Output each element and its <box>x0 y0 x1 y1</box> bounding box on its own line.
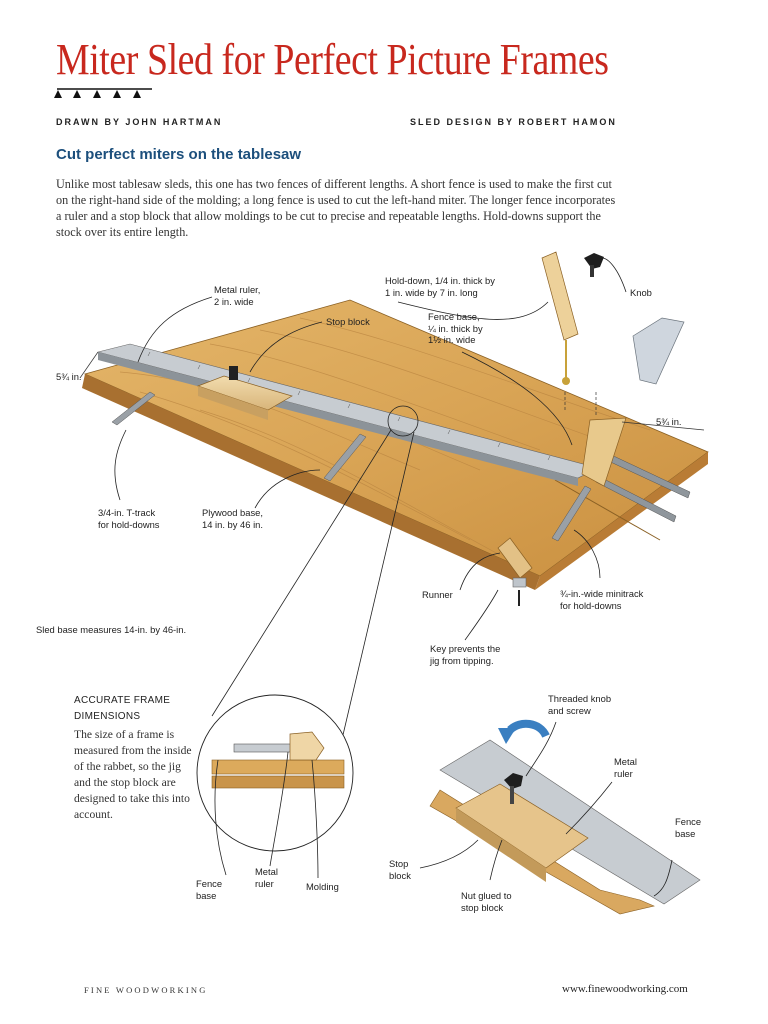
label-runner: Runner <box>422 589 453 600</box>
article-intro: Unlike most tablesaw sleds, this one has… <box>56 177 616 239</box>
runner <box>497 537 533 579</box>
drawn-by-credit: DRAWN BY JOHN HARTMAN <box>56 117 223 127</box>
blade-guard <box>632 317 685 385</box>
knob-icon <box>584 253 604 277</box>
t-track-left <box>111 391 156 426</box>
t-track-middle <box>323 433 367 482</box>
label-dim-left: 5¾ in. <box>56 371 82 382</box>
stop-block <box>196 366 293 420</box>
footer-url[interactable]: www.finewoodworking.com <box>562 983 688 995</box>
label-plywood-base: Plywood base,14 in. by 46 in. <box>202 507 263 530</box>
stop-block-closeup <box>429 719 701 915</box>
label-sled-measure: Sled base measures 14-in. by 46-in. <box>36 624 187 635</box>
short-fence <box>581 417 627 487</box>
sidebar-body: The size of a frame is measured from the… <box>74 728 192 821</box>
key-part <box>512 577 527 606</box>
label-dim-right: 5¾ in. <box>656 416 682 427</box>
footer-publication: FINE WOODWORKING <box>84 985 208 995</box>
detail-magnifier <box>196 405 419 852</box>
label-stop-block: Stop block <box>326 316 370 327</box>
label-knob: Knob <box>630 287 652 298</box>
article-subhead: Cut perfect miters on the tablesaw <box>56 146 302 163</box>
exploded-hold-down <box>541 251 579 385</box>
design-by-credit: SLED DESIGN BY ROBERT HAMON <box>410 117 617 127</box>
t-track-right <box>551 485 592 542</box>
page-title: Miter Sled for Perfect Picture Frames <box>56 35 609 84</box>
detail-label-molding: Molding <box>306 881 339 892</box>
label-metal-ruler: Metal ruler,2 in. wide <box>214 284 261 307</box>
